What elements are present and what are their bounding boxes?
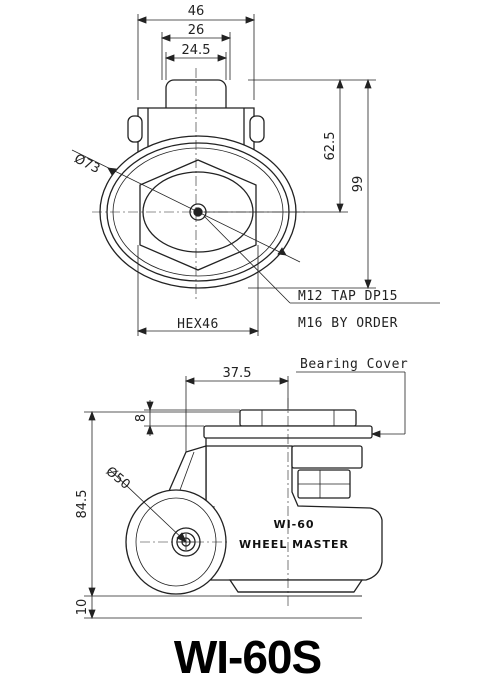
dim-46-label: 46 [188,4,205,19]
tap-note-2: M16 BY ORDER [298,316,398,331]
bearing-cover-leader [296,371,406,438]
dim-8-label: 8 [134,414,149,422]
foot-pad [228,579,364,593]
dim-line-84-5 [88,410,96,598]
tap-leader [203,215,440,304]
wheel-diameter-leader [109,469,187,543]
dim-26-label: 26 [188,23,205,38]
dim-84-5-label: 84.5 [75,490,90,519]
dim-24-5-label: 24.5 [182,43,211,58]
dim-hex-label: HEX46 [177,317,219,332]
dim-37-5-label: 37.5 [223,366,252,381]
dim-leader-diameter [71,149,301,263]
plate-brand-text: WHEEL MASTER [239,538,349,551]
dim-line-62-5 [336,78,344,214]
top-plate [203,409,373,439]
top-view [71,14,440,336]
dim-diameter-label: Ø73 [72,151,103,177]
bearing-cover-label: Bearing Cover [300,357,408,372]
side-view [84,371,406,620]
dim-62-5-label: 62.5 [323,132,338,161]
dim-line-26 [160,34,232,42]
dim-line-37-5 [184,377,290,385]
tap-note-1: M12 TAP DP15 [298,289,398,304]
dim-line-8 [146,400,154,436]
dim-line-hex46 [136,327,260,335]
dim-line-46 [136,16,256,24]
centerlines-side [140,398,289,606]
dim-line-99 [364,78,372,290]
model-title: WI-60S [173,631,322,683]
dim-line-10 [88,596,96,620]
dim-wheel-diameter-label: Ø50 [103,464,133,493]
plate-model-text: WI-60 [273,518,314,531]
dim-10-label: 10 [75,599,90,616]
dim-line-24-5 [164,54,228,62]
housing [205,438,383,581]
centerlines-top [92,68,305,300]
dim-99-label: 99 [351,176,366,193]
